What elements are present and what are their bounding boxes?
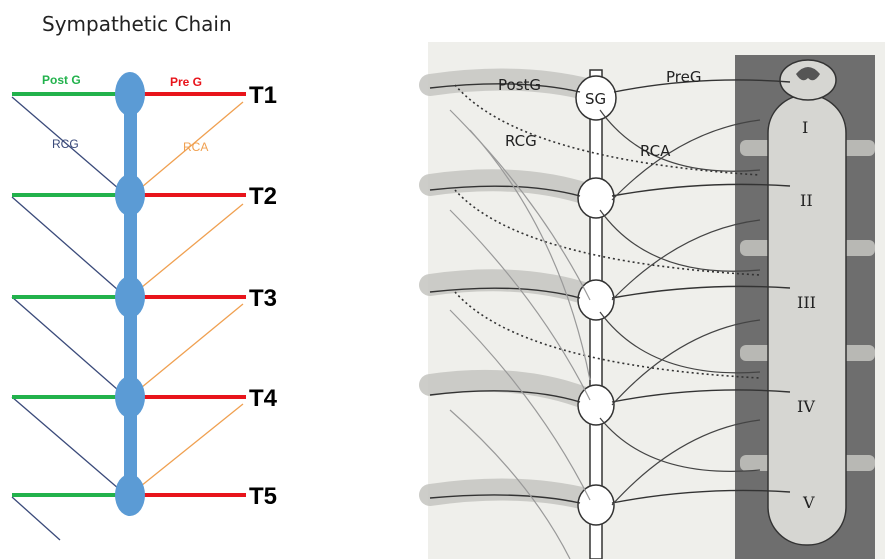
label-t3: T3 [249, 285, 277, 312]
label-rcg-right: RCG [505, 132, 537, 150]
spinal-canal [767, 94, 847, 546]
rca-dotted [454, 84, 761, 379]
right-ganglia [575, 75, 617, 526]
label-post-g: Post G [42, 73, 81, 87]
vertebra-label-3: III [797, 293, 816, 312]
label-rca-right: RCA [640, 142, 671, 160]
vertebra-label-5: V [802, 493, 815, 512]
ganglion-t1 [115, 72, 145, 116]
right-diagram: PostG PreG SG RCG RCA I II III IV V [419, 42, 885, 559]
ganglion-t5 [115, 474, 145, 516]
ganglia [115, 72, 145, 516]
label-preg-right: PreG [666, 68, 701, 86]
label-sg: SG [585, 90, 606, 108]
ganglion-t3 [115, 276, 145, 318]
spinal-nerves [429, 79, 791, 504]
label-t4: T4 [249, 385, 278, 412]
postg-lines [12, 92, 118, 497]
vertebra-label-4: IV [797, 397, 815, 416]
label-t1: T1 [249, 82, 277, 109]
preg-lines [142, 92, 246, 497]
ganglion-t2 [115, 174, 145, 216]
label-pre-g: Pre G [170, 75, 202, 89]
rcg-fibers [449, 109, 591, 559]
label-rca: RCA [183, 140, 208, 154]
spinal-cord-section [779, 59, 837, 101]
label-postg-right: PostG [498, 76, 541, 94]
label-rcg: RCG [52, 137, 79, 151]
nerve-bands [419, 68, 601, 511]
vertebra-label-1: I [802, 118, 808, 137]
label-t5: T5 [249, 483, 277, 510]
ganglion-t4 [115, 376, 145, 418]
vertebra-label-2: II [800, 191, 813, 210]
rca-lines [135, 101, 244, 491]
label-t2: T2 [249, 183, 277, 210]
rcg-lines [11, 96, 127, 541]
diagram-title: Sympathetic Chain [42, 12, 232, 36]
rca-fibers [599, 109, 761, 506]
left-diagram: Post G Pre G RCG RCA T1 T2 T3 T4 T5 [11, 72, 278, 541]
